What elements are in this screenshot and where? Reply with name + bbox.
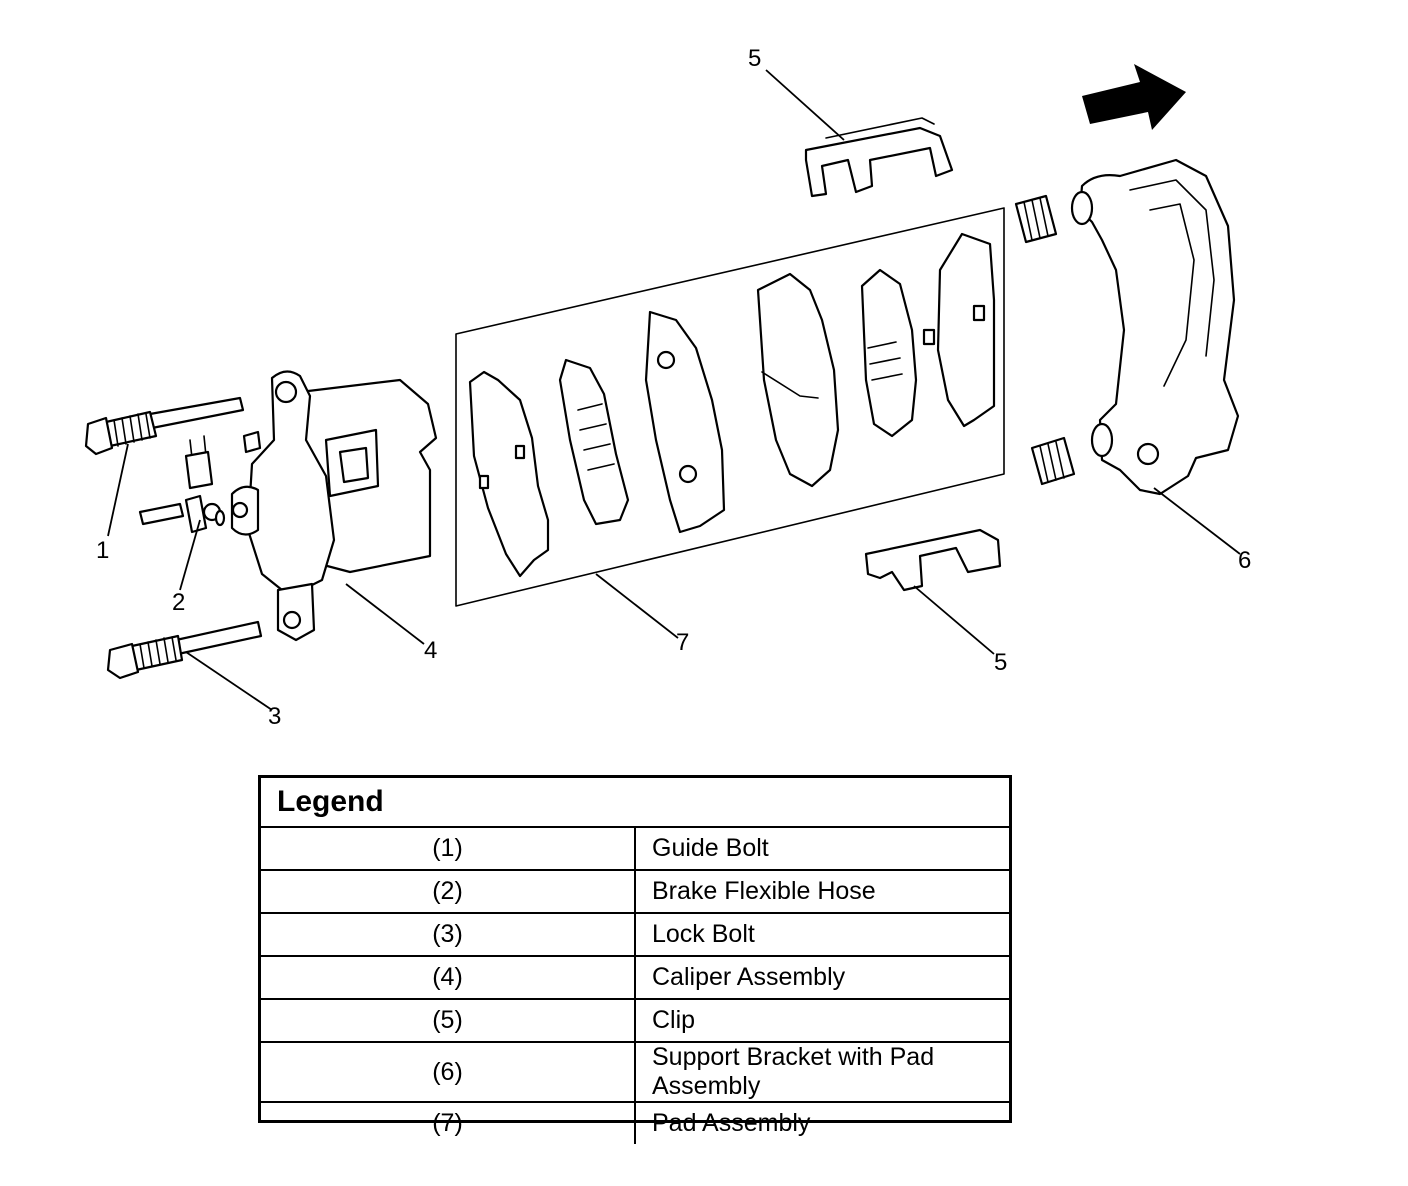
legend-desc: Brake Flexible Hose (635, 869, 1009, 913)
legend-row: (1)Guide Bolt (261, 826, 1009, 870)
clip-lower (864, 528, 1002, 592)
caliper-assembly (230, 370, 438, 642)
legend-desc: Pad Assembly (635, 1101, 1009, 1144)
callout-5-top: 5 (748, 45, 761, 72)
callout-2: 2 (172, 589, 185, 616)
legend-num: (2) (261, 869, 636, 913)
legend-num: (1) (261, 826, 636, 870)
callout-4: 4 (424, 637, 437, 664)
legend-row: (3)Lock Bolt (261, 912, 1009, 956)
legend-desc: Lock Bolt (635, 912, 1009, 956)
legend-num: (4) (261, 955, 636, 999)
callout-3: 3 (268, 703, 281, 730)
brake-flexible-hose (138, 435, 226, 534)
leader-lines (107, 69, 1241, 711)
arrow-right-icon (1082, 64, 1186, 130)
legend-desc: Caliper Assembly (635, 955, 1009, 999)
legend-row: (5)Clip (261, 998, 1009, 1042)
exploded-diagram: 1 2 3 4 5 5 6 7 (84, 45, 1251, 730)
legend-num: (7) (261, 1101, 636, 1144)
pad-assembly (455, 207, 1005, 607)
legend-num: (6) (261, 1041, 636, 1102)
legend-num: (5) (261, 998, 636, 1042)
legend-desc: Guide Bolt (635, 826, 1009, 870)
legend-title: Legend (277, 785, 384, 818)
legend-row: (4)Caliper Assembly (261, 955, 1009, 999)
legend-row: (6)Support Bracket with Pad Assembly (261, 1041, 1009, 1102)
legend-desc: Clip (635, 998, 1009, 1042)
callout-6: 6 (1238, 547, 1251, 574)
legend-row: (7)Pad Assembly (261, 1101, 1009, 1144)
legend-table: Legend (1)Guide Bolt (2)Brake Flexible H… (258, 775, 1012, 1144)
lock-bolt (106, 620, 263, 680)
clip-upper (804, 117, 954, 198)
callout-1: 1 (96, 537, 109, 564)
legend-row: (2)Brake Flexible Hose (261, 869, 1009, 913)
guide-bolt (84, 396, 245, 456)
callout-7: 7 (676, 629, 689, 656)
callout-5-bottom: 5 (994, 649, 1007, 676)
legend-desc: Support Bracket with Pad Assembly (635, 1041, 1009, 1102)
legend-num: (3) (261, 912, 636, 956)
support-bracket (1014, 158, 1240, 496)
